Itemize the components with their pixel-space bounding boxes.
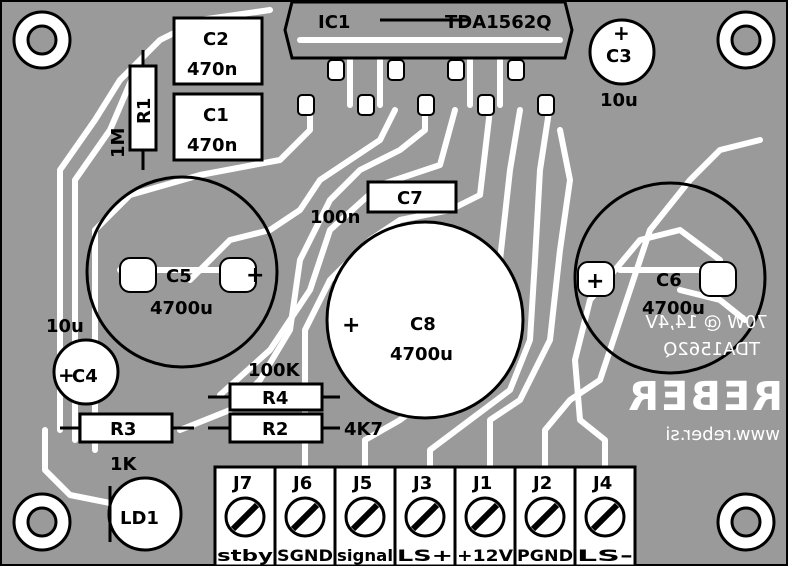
ic1-part: TDA1562Q — [445, 12, 552, 33]
c2-capacitor: C2 470n — [172, 16, 264, 86]
terminal-j7: J7 stby — [217, 473, 274, 565]
c7-ref: C7 — [397, 188, 423, 209]
c3-polarity: + — [613, 21, 630, 45]
c2-value: 470n — [187, 59, 237, 80]
c8-value: 4700u — [390, 344, 453, 365]
terminal-ref: J2 — [531, 473, 552, 494]
copper-text-mirrored: 70W @ 14,4V TDA1562Q REBER www.reber.si — [626, 312, 783, 445]
screw-slot-icon — [230, 502, 260, 532]
screw-slot-icon — [590, 502, 620, 532]
c1-capacitor: C1 470n — [172, 92, 264, 162]
c5-value: 4700u — [150, 298, 213, 319]
r2-resistor: R2 4K7 — [208, 412, 383, 444]
copper-text-logo: REBER — [626, 374, 783, 420]
c6-ref: C6 — [656, 270, 682, 291]
c8-ref: C8 — [410, 314, 436, 335]
r4-resistor: R4 100K — [208, 360, 340, 412]
c4-polarity: + — [58, 363, 75, 387]
c3-ref: C3 — [606, 46, 632, 67]
r1-resistor: R1 1M — [108, 50, 158, 170]
terminal-ref: J1 — [471, 473, 492, 494]
c5-capacitor: + C5 4700u — [85, 175, 279, 369]
c5-ref: C5 — [166, 266, 192, 287]
terminal-label: PGND — [517, 546, 573, 565]
c1-ref: C1 — [203, 105, 229, 126]
c8-polarity: + — [342, 313, 360, 338]
c3-value: 10u — [600, 90, 638, 111]
terminal-ref: J6 — [291, 473, 312, 494]
ic1-footprint: IC1 TDA1562Q — [283, 0, 574, 116]
r3-ref: R3 — [110, 419, 136, 440]
r3-value: 1K — [110, 454, 138, 475]
ic1-ref: IC1 — [318, 12, 350, 33]
copper-text-line1: 70W @ 14,4V — [645, 312, 768, 333]
c6-capacitor: + C6 4700u — [573, 181, 767, 375]
c1-value: 470n — [187, 135, 237, 156]
terminal-j5: J5 signal — [333, 467, 393, 566]
c5-polarity: + — [246, 263, 264, 288]
c7-value: 100n — [310, 207, 360, 228]
mounting-holes — [12, 10, 776, 552]
terminal-label: LS+ — [397, 546, 453, 565]
c8-capacitor: + C8 4700u — [325, 220, 525, 420]
ld1-led: LD1 — [107, 476, 183, 552]
terminal-block: J7stbyJ6SGNDJ5signalJ3LS+J1+12VJ2PGNDJ4L… — [213, 465, 637, 566]
r4-value: 100K — [248, 360, 301, 381]
terminal-label: SGND — [277, 546, 333, 565]
c4-value: 10u — [46, 316, 84, 337]
c4-ref: C4 — [72, 366, 98, 387]
screw-slot-icon — [470, 502, 500, 532]
terminal-label: signal — [337, 546, 393, 565]
c7-capacitor: C7 100n — [310, 180, 458, 228]
r2-ref: R2 — [262, 419, 288, 440]
c3-capacitor: + C3 10u — [588, 18, 656, 111]
terminal-j1: J1 +12V — [453, 467, 514, 566]
r1-ref: R1 — [134, 98, 155, 124]
ld1-ref: LD1 — [120, 508, 159, 529]
c6-value: 4700u — [642, 298, 705, 319]
terminal-label: LS- — [577, 546, 633, 565]
terminal-label: stby — [217, 546, 274, 565]
terminal-label: +12V — [457, 546, 514, 565]
screw-slot-icon — [410, 502, 440, 532]
c6-polarity: + — [586, 269, 604, 294]
r3-resistor: R3 1K — [60, 412, 194, 475]
terminal-ref: J4 — [591, 473, 612, 494]
copper-text-line2: TDA1562Q — [663, 339, 761, 360]
c2-ref: C2 — [203, 29, 229, 50]
r2-value: 4K7 — [344, 419, 383, 440]
screw-slot-icon — [290, 502, 320, 532]
r1-value: 1M — [108, 128, 129, 158]
terminal-ref: J5 — [351, 473, 372, 494]
screw-slot-icon — [530, 502, 560, 532]
screw-slot-icon — [350, 502, 380, 532]
c4-capacitor: + C4 10u — [46, 316, 120, 406]
r4-ref: R4 — [262, 388, 288, 409]
terminal-ref: J3 — [411, 473, 432, 494]
copper-text-url: www.reber.si — [665, 424, 780, 445]
terminal-ref: J7 — [231, 473, 252, 494]
